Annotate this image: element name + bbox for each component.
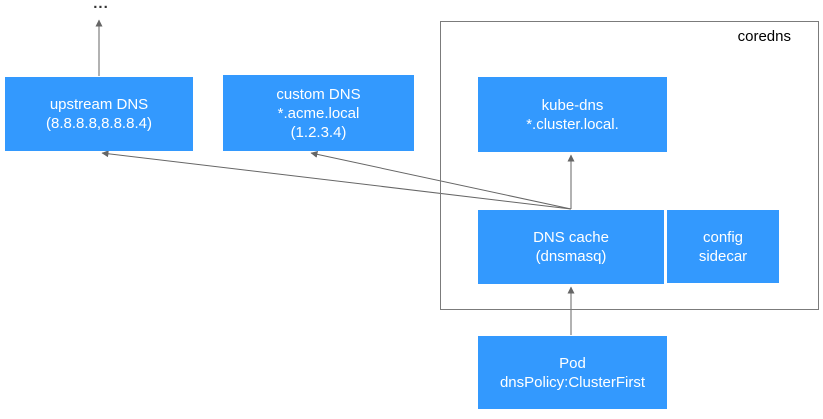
node-label-line: config <box>702 228 744 246</box>
node-label-line: *.cluster.local. <box>526 115 619 133</box>
coredns-group-label: coredns <box>737 28 791 45</box>
node-config-sidecar: config sidecar <box>667 210 779 283</box>
node-label-line: DNS cache <box>533 229 609 246</box>
node-label-line: upstream DNS <box>49 96 149 113</box>
ellipsis-label: ... <box>93 0 109 12</box>
node-upstream-dns: upstream DNS (8.8.8.8,8.8.8.4) <box>5 77 193 151</box>
node-label-line: (1.2.3.4) <box>290 123 347 141</box>
node-kube-dns: kube-dns *.cluster.local. <box>478 77 667 152</box>
node-label-line: dnsPolicy:ClusterFirst <box>499 373 646 391</box>
node-dns-cache: DNS cache (dnsmasq) <box>478 210 664 284</box>
node-label-line: custom DNS <box>276 85 361 103</box>
node-custom-dns: custom DNS *.acme.local (1.2.3.4) <box>223 75 414 151</box>
node-label-line: sidecar <box>698 247 748 265</box>
node-label-line: kube-dns <box>541 96 604 114</box>
node-label-line: (dnsmasq) <box>535 248 607 265</box>
node-label-line: Pod <box>559 354 586 372</box>
coredns-group: coredns <box>440 21 819 310</box>
node-label-line: *.acme.local <box>277 104 360 122</box>
node-pod: Pod dnsPolicy:ClusterFirst <box>478 336 667 409</box>
node-label-line: (8.8.8.8,8.8.8.4) <box>46 115 152 132</box>
